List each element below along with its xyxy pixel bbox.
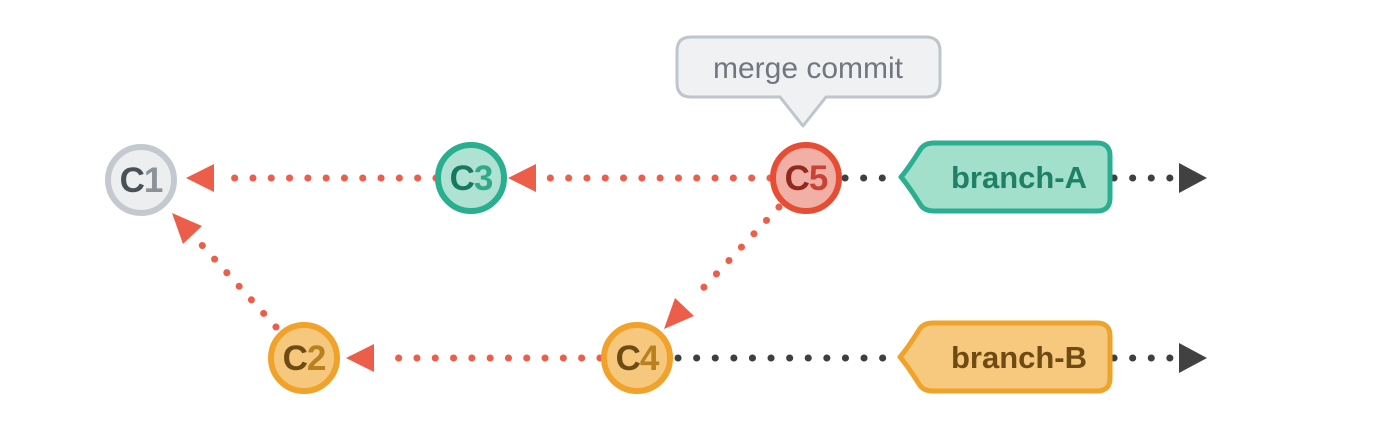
commit-circle-c1	[105, 144, 177, 216]
edge-arrowhead-c4-c2	[346, 344, 374, 372]
branch-b-tag-shape	[897, 320, 1113, 394]
commit-label-c5: C5	[785, 159, 828, 198]
edge-c5-to-c3	[508, 164, 774, 192]
edge-arrowhead-c2-c1	[172, 213, 202, 244]
commit-node-c4: C4	[601, 322, 673, 394]
timeline-arrowhead-b	[1179, 343, 1207, 373]
commit-label-c1: C1	[120, 161, 163, 200]
branch-b-tag: branch-B	[897, 320, 1113, 394]
edge-c4-to-c2	[346, 344, 604, 372]
merge-commit-tooltip-label: merge commit	[713, 52, 904, 85]
timeline-arrowhead-a	[1179, 163, 1207, 193]
commit-node-c3: C3	[435, 142, 507, 214]
edge-dots-c5-c4	[688, 203, 783, 304]
merge-commit-tooltip-bubble	[675, 35, 942, 128]
timeline-branch-a	[841, 163, 1207, 193]
commit-circle-c3	[435, 142, 507, 214]
edge-c2-to-c1	[172, 213, 280, 331]
edge-c5-to-c4	[664, 203, 783, 329]
commit-label-c3: C3	[450, 159, 493, 198]
commit-circle-c4	[601, 322, 673, 394]
branch-b-label: branch-B	[951, 340, 1087, 375]
edge-arrowhead-c5-c3	[508, 164, 536, 192]
commit-label-c2: C2	[283, 339, 326, 378]
edge-c3-to-c1	[186, 164, 440, 192]
commit-circle-c5	[770, 142, 842, 214]
commit-node-c2: C2	[268, 322, 340, 394]
branch-a-tag-shape	[898, 140, 1113, 214]
edge-dots-c2-c1	[196, 239, 280, 331]
commit-node-c5: C5	[770, 142, 842, 214]
commit-circle-c2	[268, 322, 340, 394]
branch-a-label: branch-A	[951, 160, 1087, 195]
timeline-branch-b	[674, 343, 1207, 373]
branch-a-tag: branch-A	[898, 140, 1113, 214]
commit-label-c4: C4	[616, 339, 660, 378]
edge-arrowhead-c3-c1	[186, 164, 214, 192]
merge-commit-tooltip: merge commit	[675, 35, 942, 128]
edge-arrowhead-c5-c4	[664, 298, 694, 329]
commit-node-c1: C1	[105, 144, 177, 216]
